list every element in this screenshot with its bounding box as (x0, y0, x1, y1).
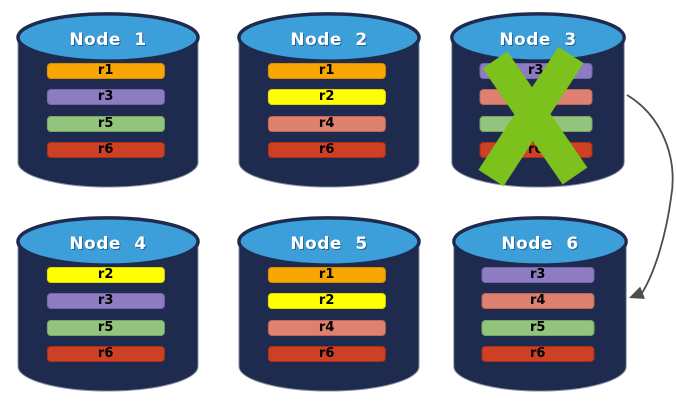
replica-bar-r3: r3 (46, 293, 165, 309)
failover-arrow-line (626, 94, 674, 294)
node-6-cylinder: Node 6 r3 r4 r5 r6 (450, 212, 630, 395)
node-title: Node 5 (290, 234, 368, 254)
node-3-cylinder: Node 3r3r4r5r6 (448, 8, 628, 191)
replica-bar-r5: r5 (46, 116, 165, 132)
node-title: Node 6 (501, 234, 579, 254)
node-title: Node 2 (290, 30, 368, 50)
replica-bars: r2 r3 r5 r6 (14, 212, 202, 395)
node-title: Node 4 (69, 234, 147, 254)
node-title: Node 1 (69, 30, 147, 50)
node-4-cylinder: Node 4 r2 r3 r5 r6 (14, 212, 202, 395)
node-1-cylinder: Node 1 r1 r3 r5 r6 (14, 8, 202, 191)
replica-bar-r6: r6 (267, 346, 386, 362)
node-5-cylinder: Node 5 r1 r2 r4 r6 (235, 212, 423, 395)
node-2-cylinder: Node 2 r1 r2 r4 r6 (235, 8, 423, 191)
node-title: Node 3 (499, 30, 577, 50)
replica-bars: r3 r4 r5 r6 (450, 212, 630, 395)
replica-bar-r6: r6 (46, 142, 165, 158)
replica-bar-r2: r2 (267, 89, 386, 105)
replica-bar-r2: r2 (267, 293, 386, 309)
replica-bar-r6: r6 (46, 346, 165, 362)
replica-bars: r1 r2 r4 r6 (235, 212, 423, 395)
replica-bar-r4: r4 (267, 116, 386, 132)
replica-bar-r4: r4 (481, 293, 594, 309)
failover-arrowhead-icon (629, 286, 645, 299)
replica-bar-r5: r5 (481, 320, 594, 336)
failure-x-icon (478, 46, 588, 187)
replica-bar-r2: r2 (46, 267, 165, 283)
replica-bars: r1 r2 r4 r6 (235, 8, 423, 191)
replica-bar-r6: r6 (481, 346, 594, 362)
replica-bar-r1: r1 (267, 63, 386, 79)
replica-bar-r5: r5 (46, 320, 165, 336)
replica-bar-r1: r1 (46, 63, 165, 79)
replica-bar-r6: r6 (267, 142, 386, 158)
replica-bar-r1: r1 (267, 267, 386, 283)
replica-bars: r1 r3 r5 r6 (14, 8, 202, 191)
replica-bar-r4: r4 (267, 320, 386, 336)
replica-bar-r3: r3 (481, 267, 594, 283)
replica-bar-r3: r3 (46, 89, 165, 105)
